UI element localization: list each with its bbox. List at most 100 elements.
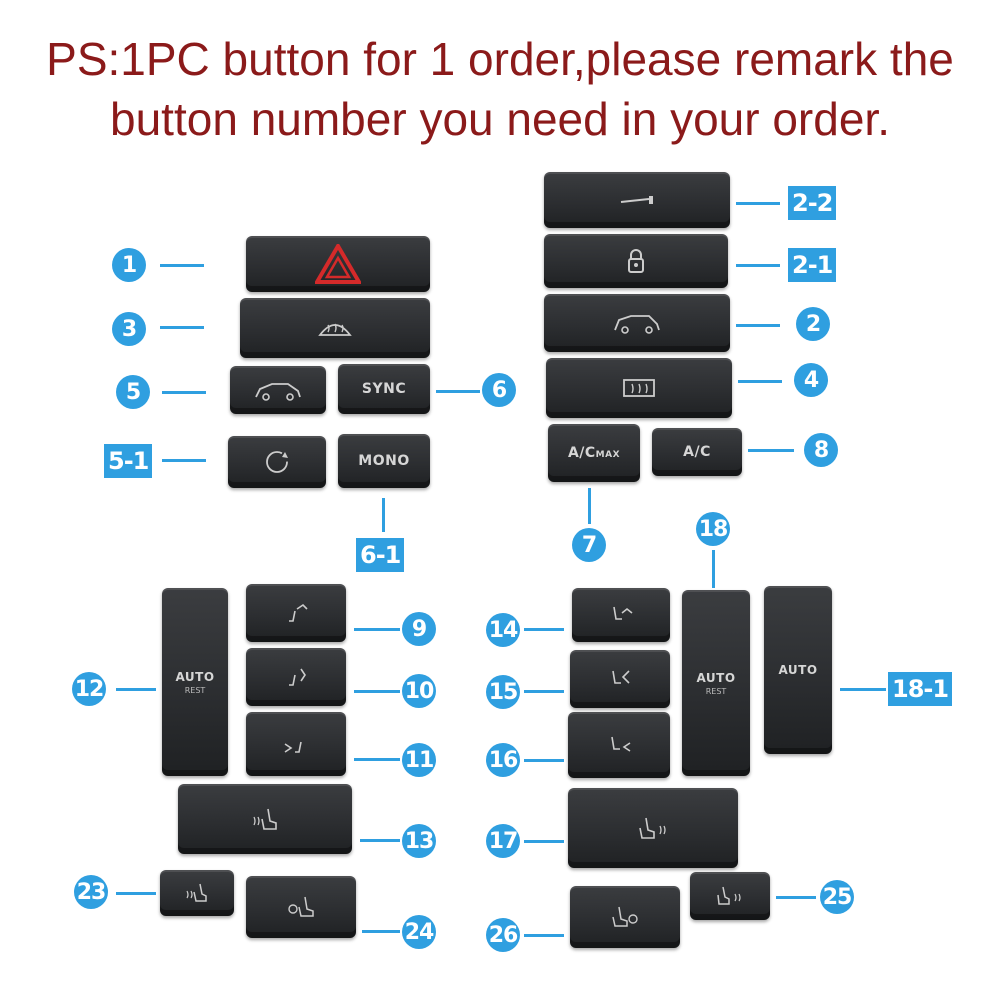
label-25: 25 bbox=[820, 880, 854, 914]
button-7-ac-max: A/CMAX bbox=[548, 424, 640, 482]
seat-airflow-up-icon-14 bbox=[608, 603, 634, 627]
label-14: 14 bbox=[486, 613, 520, 647]
leader-line-10 bbox=[354, 690, 400, 693]
label-15: 15 bbox=[486, 675, 520, 709]
button-5-1-recirculation bbox=[228, 436, 326, 488]
seat-heater-icon-17 bbox=[638, 814, 668, 842]
antenna-icon bbox=[619, 194, 655, 206]
leader-line-23 bbox=[116, 892, 156, 895]
car-airflow-icon bbox=[252, 379, 304, 401]
rear-defrost-icon bbox=[622, 378, 656, 398]
label-10: 10 bbox=[402, 674, 436, 708]
lock-icon bbox=[626, 248, 646, 274]
leader-line-16 bbox=[524, 759, 564, 762]
button-18-auto-rest: AUTO REST bbox=[682, 590, 750, 776]
button-6-1-mono: MONO bbox=[338, 434, 430, 488]
label-17: 17 bbox=[486, 824, 520, 858]
label-7: 7 bbox=[572, 528, 606, 562]
label-16: 16 bbox=[486, 743, 520, 777]
leader-line-9 bbox=[354, 628, 400, 631]
label-2-1: 2-1 bbox=[788, 248, 837, 282]
button-5-recirculation-car bbox=[230, 366, 326, 414]
button-2-car bbox=[544, 294, 730, 352]
button-6-sync: SYNC bbox=[338, 364, 430, 414]
button-18-1-auto: AUTO bbox=[764, 586, 832, 754]
auto-text-12: AUTO bbox=[175, 669, 215, 684]
label-1: 1 bbox=[112, 248, 146, 282]
leader-line-8 bbox=[748, 449, 794, 452]
leader-line-11 bbox=[354, 758, 400, 761]
label-4: 4 bbox=[794, 363, 828, 397]
label-24: 24 bbox=[402, 915, 436, 949]
button-24-seat-vent bbox=[246, 876, 356, 938]
button-13-seat-heat bbox=[178, 784, 352, 854]
label-18-1: 18-1 bbox=[888, 672, 953, 706]
label-18: 18 bbox=[696, 512, 730, 546]
leader-line-5 bbox=[162, 391, 206, 394]
leader-line-7 bbox=[588, 488, 591, 524]
seat-fan-icon bbox=[287, 895, 315, 919]
button-10-seat-vent-back bbox=[246, 648, 346, 706]
leader-line-17 bbox=[524, 840, 564, 843]
leader-line-2-2 bbox=[736, 202, 780, 205]
seat-airflow-back-icon bbox=[283, 665, 309, 689]
leader-line-6-1 bbox=[382, 498, 385, 532]
label-23: 23 bbox=[74, 875, 108, 909]
leader-line-18-1 bbox=[840, 688, 886, 691]
seat-airflow-down-icon-16 bbox=[606, 733, 632, 757]
hazard-triangle-icon bbox=[315, 244, 361, 284]
leader-line-2-1 bbox=[736, 264, 780, 267]
ac-text: A/C bbox=[683, 444, 711, 460]
label-6-1: 6-1 bbox=[356, 538, 405, 572]
label-2-2: 2-2 bbox=[788, 186, 837, 220]
seat-heater-icon-25 bbox=[717, 885, 743, 907]
rest-text-12: REST bbox=[184, 685, 206, 695]
leader-line-18 bbox=[712, 550, 715, 588]
label-5: 5 bbox=[116, 375, 150, 409]
seat-fan-icon-26 bbox=[611, 905, 639, 929]
windshield-defrost-icon bbox=[318, 317, 352, 339]
leader-line-3 bbox=[160, 326, 204, 329]
sync-text: SYNC bbox=[361, 381, 407, 397]
label-9: 9 bbox=[402, 612, 436, 646]
button-4-rear-defrost bbox=[546, 358, 732, 418]
leader-line-12 bbox=[116, 688, 156, 691]
button-11-seat-vent-down bbox=[246, 712, 346, 776]
button-15-seat-vent-back bbox=[570, 650, 670, 708]
button-1-hazard bbox=[246, 236, 430, 292]
button-26-seat-vent bbox=[570, 886, 680, 948]
button-2-2 bbox=[544, 172, 730, 228]
label-13: 13 bbox=[402, 824, 436, 858]
button-8-ac: A/C bbox=[652, 428, 742, 476]
label-3: 3 bbox=[112, 312, 146, 346]
leader-line-26 bbox=[524, 934, 564, 937]
leader-line-13 bbox=[360, 839, 400, 842]
button-9-seat-vent-up bbox=[246, 584, 346, 642]
leader-line-25 bbox=[776, 896, 816, 899]
button-23-seat-heat bbox=[160, 870, 234, 916]
label-26: 26 bbox=[486, 918, 520, 952]
button-2-1-lock bbox=[544, 234, 728, 288]
label-12: 12 bbox=[72, 672, 106, 706]
auto-text-18-1: AUTO bbox=[778, 663, 818, 677]
button-3-windshield-defrost bbox=[240, 298, 430, 358]
seat-heater-icon bbox=[250, 805, 280, 833]
ac-max-text: A/CMAX bbox=[567, 445, 621, 461]
recirculation-icon bbox=[263, 448, 291, 476]
button-12-auto-rest: AUTO REST bbox=[162, 588, 228, 776]
seat-airflow-up-icon bbox=[283, 601, 309, 625]
leader-line-15 bbox=[524, 690, 564, 693]
suv-icon bbox=[611, 312, 663, 334]
label-6: 6 bbox=[482, 373, 516, 407]
label-8: 8 bbox=[804, 433, 838, 467]
leader-line-24 bbox=[362, 930, 400, 933]
headline-line-1: PS:1PC button for 1 order,please remark … bbox=[46, 33, 954, 85]
leader-line-5-1 bbox=[162, 459, 206, 462]
label-5-1: 5-1 bbox=[104, 444, 153, 478]
leader-line-4 bbox=[738, 380, 782, 383]
label-11: 11 bbox=[402, 743, 436, 777]
seat-airflow-back-icon-15 bbox=[607, 667, 633, 691]
button-25-seat-heat bbox=[690, 872, 770, 920]
button-14-seat-vent-up bbox=[572, 588, 670, 642]
seat-heater-icon-23 bbox=[184, 882, 210, 904]
